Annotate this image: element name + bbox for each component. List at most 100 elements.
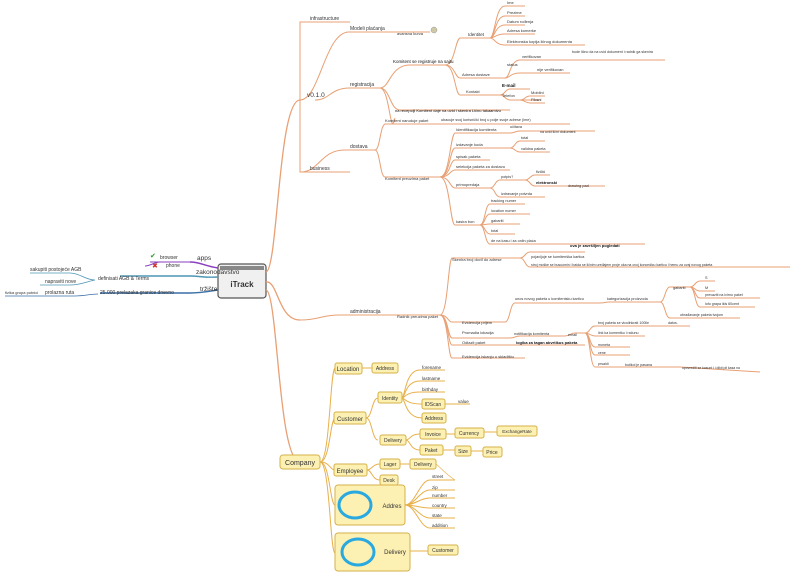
datos-label[interactable]: datos.	[668, 321, 678, 325]
email-item-4[interactable]: prsaldi	[598, 362, 609, 366]
central-node[interactable]: iTrack	[217, 263, 267, 299]
delivery-block[interactable]: Delivery	[334, 532, 411, 572]
addres-block[interactable]: Addres	[334, 484, 406, 526]
invoice-node[interactable]: Invoice	[419, 428, 447, 440]
preuzima-label[interactable]: Komitent preuzima paket	[385, 176, 430, 181]
location-node[interactable]: Location	[334, 362, 363, 375]
exchange-node[interactable]: ExchangeRate	[496, 425, 538, 437]
email-label[interactable]: E-mail	[502, 83, 516, 88]
employee-node[interactable]: Employee	[333, 463, 368, 477]
sub-4[interactable]: obrađavanje paketa tvojom	[680, 313, 723, 317]
nije-label[interactable]: nije verifikovan	[537, 67, 563, 72]
sub-2[interactable]: prevaziti na ivirno paket	[705, 293, 743, 297]
desk-node[interactable]: Desk	[379, 474, 399, 486]
zaviti-label[interactable]: ova je završiljen pogledati	[570, 243, 620, 248]
kategorizacija-label[interactable]: kategorizacija proizvoda	[607, 297, 649, 301]
spisak-label[interactable]: spisak paketa	[456, 154, 481, 159]
kontakt-label[interactable]: Kontakt	[466, 89, 480, 94]
gabariti-label[interactable]: gabariti	[673, 286, 686, 290]
unos-label[interactable]: unos novog paketa u komitentsku karticu	[515, 297, 584, 301]
paket-node[interactable]: Paket	[419, 444, 444, 456]
radnik-label[interactable]: Radnik preuzima paket	[397, 314, 439, 319]
lager-node[interactable]: Lager	[379, 458, 401, 470]
registracija-label[interactable]: registracija	[350, 82, 374, 88]
sub-1[interactable]: M	[705, 286, 708, 290]
company-node[interactable]: Company	[279, 454, 321, 470]
fizicki-label[interactable]: fizički	[536, 170, 545, 174]
admin-label[interactable]: administracija	[350, 309, 381, 315]
ucitava-label[interactable]: učitava	[510, 125, 523, 129]
identifikacija-label[interactable]: Identifikacija komitenta	[456, 127, 497, 132]
business-label[interactable]: business	[310, 166, 330, 172]
cust-field-2[interactable]: birthday	[422, 387, 439, 392]
elektronski-label[interactable]: elektronski	[536, 180, 557, 185]
verif-note[interactable]: bude lično da na uvid dokument i radnik …	[572, 50, 653, 54]
logika-label[interactable]: logika za tagan abvrtikus paketa	[516, 340, 578, 345]
addr-field-0[interactable]: street	[432, 474, 444, 479]
addr-field-3[interactable]: country	[432, 503, 448, 508]
email-admin-label[interactable]: email	[568, 333, 577, 337]
phone-label[interactable]: phone	[166, 263, 180, 269]
evidencija-label[interactable]: Evidencija prijem	[462, 320, 493, 325]
idscan-node[interactable]: IDScan	[421, 398, 446, 410]
naruje-label[interactable]: Komitent naruduje paket	[385, 118, 429, 123]
selekcija-label[interactable]: selekcija paketa za dostavu	[456, 164, 505, 169]
dostava-label[interactable]: dostava	[350, 144, 368, 150]
fiksni-label[interactable]: Fiksni	[531, 97, 542, 102]
addr-field-5[interactable]: addition	[432, 523, 448, 528]
telefon-label[interactable]: Telefon	[502, 93, 515, 98]
cust-field-0[interactable]: forename	[422, 365, 442, 370]
sub-3[interactable]: lofo grapa ikls 60cent	[705, 302, 739, 306]
kasa-item-4[interactable]: de na kasu i za onlin plaća	[491, 239, 537, 243]
delivery-node[interactable]: Delivery	[379, 434, 407, 446]
agb-label[interactable]: definisati AGB & Terms	[98, 276, 150, 282]
kasa-item-3[interactable]: total	[491, 229, 498, 233]
id-item-4[interactable]: Elektronska kopija ličnog dokumenta	[507, 39, 573, 44]
kasa-label[interactable]: kasira bon	[456, 219, 474, 224]
customer-node[interactable]: Customer	[333, 411, 367, 425]
customer2-node[interactable]: Customer	[427, 544, 459, 556]
total-label[interactable]: total	[521, 136, 528, 140]
pojavljuje-label[interactable]: pojavljuje se komitenška kartica	[531, 255, 585, 259]
email-item-1[interactable]: link ka komentku i računu	[598, 331, 639, 335]
id-item-2[interactable]: Datum rođenja	[507, 19, 534, 24]
potpis-label[interactable]: potpis?	[501, 175, 513, 179]
size-node[interactable]: Size	[454, 445, 472, 457]
ucitava-note[interactable]: na uvid lični dokument	[540, 130, 576, 134]
law-label[interactable]: zakonodavstvo	[196, 269, 240, 276]
sakupiti-label[interactable]: sakupiti postojeće AGB	[30, 267, 82, 273]
email-item-2[interactable]: moneta	[598, 343, 610, 347]
promedba-label[interactable]: Promadia lokacija	[462, 330, 494, 335]
primopredaja-label[interactable]: primopredaja	[456, 182, 480, 187]
drawing-label[interactable]: drawing pad	[568, 184, 589, 188]
status-label[interactable]: status	[507, 62, 518, 67]
evid-isk-label[interactable]: Evidencija iskanju u skladištu	[462, 354, 514, 359]
apps-label[interactable]: apps	[197, 255, 212, 262]
odlazak-label[interactable]: Odlazit paket	[462, 340, 486, 345]
kasa-item-2[interactable]: gabariti	[491, 219, 504, 223]
browser-label[interactable]: browser	[160, 255, 178, 261]
popup-note[interactable]: upovrediti se kasunt i i dikti pit kasa …	[682, 366, 740, 370]
address2-node[interactable]: Address	[421, 412, 447, 424]
sub-0[interactable]: S	[705, 276, 708, 280]
adresa-dostave-label[interactable]: Adresa dostave	[462, 72, 491, 77]
address-node[interactable]: Address	[371, 362, 399, 374]
cust-field-1[interactable]: lastname	[422, 376, 441, 381]
addr-field-4[interactable]: state	[432, 513, 442, 518]
identity-node[interactable]: Identity	[377, 391, 403, 404]
odrana-label[interactable]: izdravanje potvrda	[501, 192, 533, 196]
addr-field-1[interactable]: zip	[432, 485, 438, 490]
validna-label[interactable]: validna paketa	[521, 147, 546, 151]
value-label[interactable]: value	[458, 399, 469, 404]
email-item-3[interactable]: cene	[598, 351, 606, 355]
email-item-0[interactable]: broj paketa se vicuilnkrati 100lle	[598, 321, 649, 325]
skenira-label[interactable]: Skenira broj dovil do adrese	[452, 257, 502, 262]
id-item-0[interactable]: Ime	[507, 0, 514, 5]
popup-label[interactable]: butikoi je pasana	[625, 363, 652, 367]
id-item-1[interactable]: Prezime	[507, 10, 522, 15]
mobilni-label[interactable]: Mobilni	[531, 90, 544, 95]
market-label[interactable]: tržište	[200, 286, 218, 293]
identitet-label[interactable]: Identitet	[468, 32, 485, 37]
id-item-3[interactable]: Adresa komerke	[507, 28, 537, 33]
kasa-item-0[interactable]: tracking numer	[491, 199, 517, 203]
